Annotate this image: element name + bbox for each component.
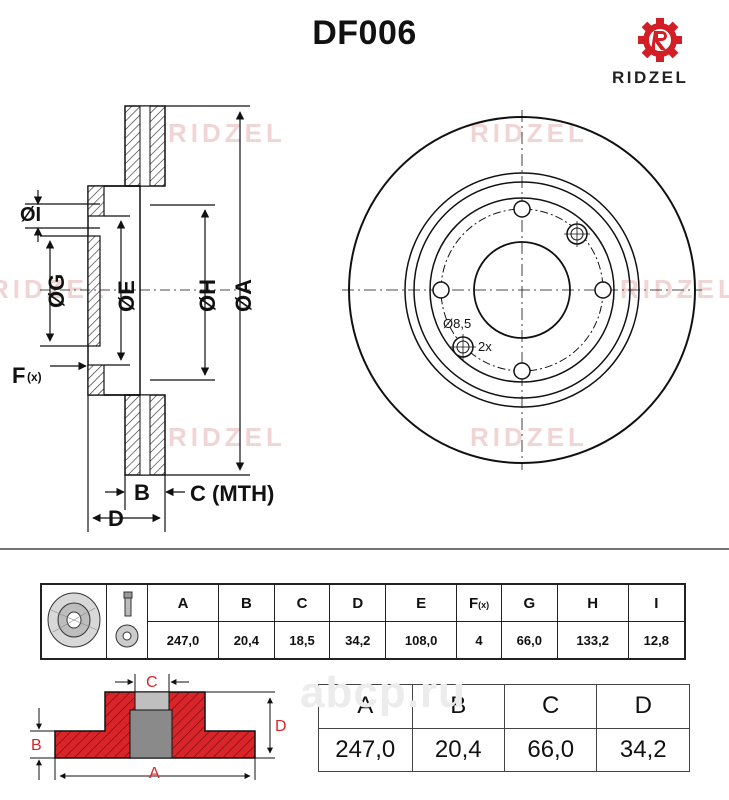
- disc-front-view: Ø8,5 2x: [342, 110, 702, 470]
- summary-header-b: B: [411, 684, 505, 729]
- spec-value-h: 133,2: [556, 621, 629, 660]
- summary-header-c: C: [503, 684, 598, 729]
- spec-value-e: 108,0: [385, 621, 458, 660]
- disc-side-section: [40, 105, 250, 476]
- spec-header-g: G: [500, 583, 558, 622]
- spec-header-e: E: [385, 583, 458, 622]
- spec-header-d: D: [329, 583, 387, 622]
- dim-label-a: ØA: [231, 279, 256, 312]
- bolt-hole: [432, 281, 450, 299]
- dim-label-c: C (MTH): [190, 481, 274, 506]
- summary-value-d: 34,2: [596, 727, 690, 772]
- bolt-hole: [594, 281, 612, 299]
- hole-diameter-label: Ø8,5: [443, 316, 471, 331]
- threaded-hole: [450, 334, 476, 360]
- small-label-d: D: [275, 718, 287, 735]
- site-watermark: abcp.ru: [300, 668, 466, 717]
- spec-value-c: 18,5: [273, 621, 331, 660]
- watermark-layer: RIDZEL RIDZEL RIDZEL RIDZEL RIDZEL RIDZE…: [0, 118, 729, 452]
- page-title: DF006: [312, 14, 417, 52]
- spec-header-f: F(x): [456, 583, 502, 622]
- ridzel-logo-icon: [638, 18, 682, 62]
- bolt-hole: [513, 362, 531, 380]
- spec-header-i: I: [627, 583, 686, 622]
- summary-value-c: 66,0: [503, 727, 598, 772]
- bolt-hub-cell: [106, 583, 148, 660]
- dim-label-e: ØE: [114, 280, 139, 312]
- small-label-c: C: [146, 674, 158, 691]
- dimension-lines: [25, 105, 250, 532]
- spec-value-d: 34,2: [329, 621, 387, 660]
- bolt-icon: [115, 591, 139, 647]
- spec-value-b: 20,4: [218, 621, 275, 660]
- disc-cross-section-diagram: C B A D: [30, 674, 287, 782]
- watermark-text: RIDZEL: [470, 422, 588, 452]
- spec-header-f-sub: (x): [478, 599, 490, 610]
- dim-label-b: B: [134, 480, 150, 505]
- disc-thumbnail-cell: [40, 583, 107, 660]
- watermark-text: RIDZEL: [168, 118, 286, 148]
- dim-label-f-sub: (x): [27, 370, 42, 384]
- hole-count-label: 2x: [478, 339, 492, 354]
- spec-value-a: 247,0: [146, 621, 220, 660]
- summary-value-a: 247,0: [318, 727, 413, 772]
- dimension-labels: ØI ØG ØE ØH ØA F (x) B C (MTH) D: [12, 204, 274, 531]
- spec-header-f-letter: F: [468, 594, 479, 612]
- summary-header-a: A: [318, 684, 413, 729]
- summary-value-b: 20,4: [411, 727, 505, 772]
- brake-disc-drawing: RIDZEL RIDZEL RIDZEL RIDZEL RIDZEL RIDZE…: [0, 105, 729, 550]
- dim-label-g: ØG: [44, 274, 69, 308]
- disc-thumbnail-icon: [47, 592, 101, 647]
- summary-table: A B C D 247,0 20,4 66,0 34,2: [318, 684, 690, 772]
- small-label-b: B: [31, 737, 42, 754]
- threaded-hole: [564, 221, 590, 247]
- brand-name: RIDZEL: [612, 68, 689, 87]
- bolt-hole: [513, 200, 531, 218]
- dim-label-h: ØH: [195, 279, 220, 312]
- dim-label-f: F: [12, 363, 25, 388]
- spec-header-b: B: [218, 583, 275, 622]
- small-label-a: A: [149, 765, 160, 782]
- dim-label-i: ØI: [20, 204, 41, 226]
- spec-header-c: C: [273, 583, 331, 622]
- summary-header-d: D: [596, 684, 690, 729]
- spec-value-g: 66,0: [500, 621, 558, 660]
- spec-table: A B C D E F(x) G H I 247,0 20,4 18,5 34,…: [40, 583, 686, 660]
- spec-value-f: 4: [456, 621, 502, 660]
- dim-label-d: D: [108, 506, 124, 531]
- spec-header-a: A: [146, 583, 220, 622]
- watermark-text: RIDZEL: [168, 422, 286, 452]
- spec-value-i: 12,8: [627, 621, 686, 660]
- spec-header-h: H: [556, 583, 629, 622]
- watermark-text: RIDZEL: [470, 118, 588, 148]
- watermark-text: RIDZEL: [620, 274, 729, 304]
